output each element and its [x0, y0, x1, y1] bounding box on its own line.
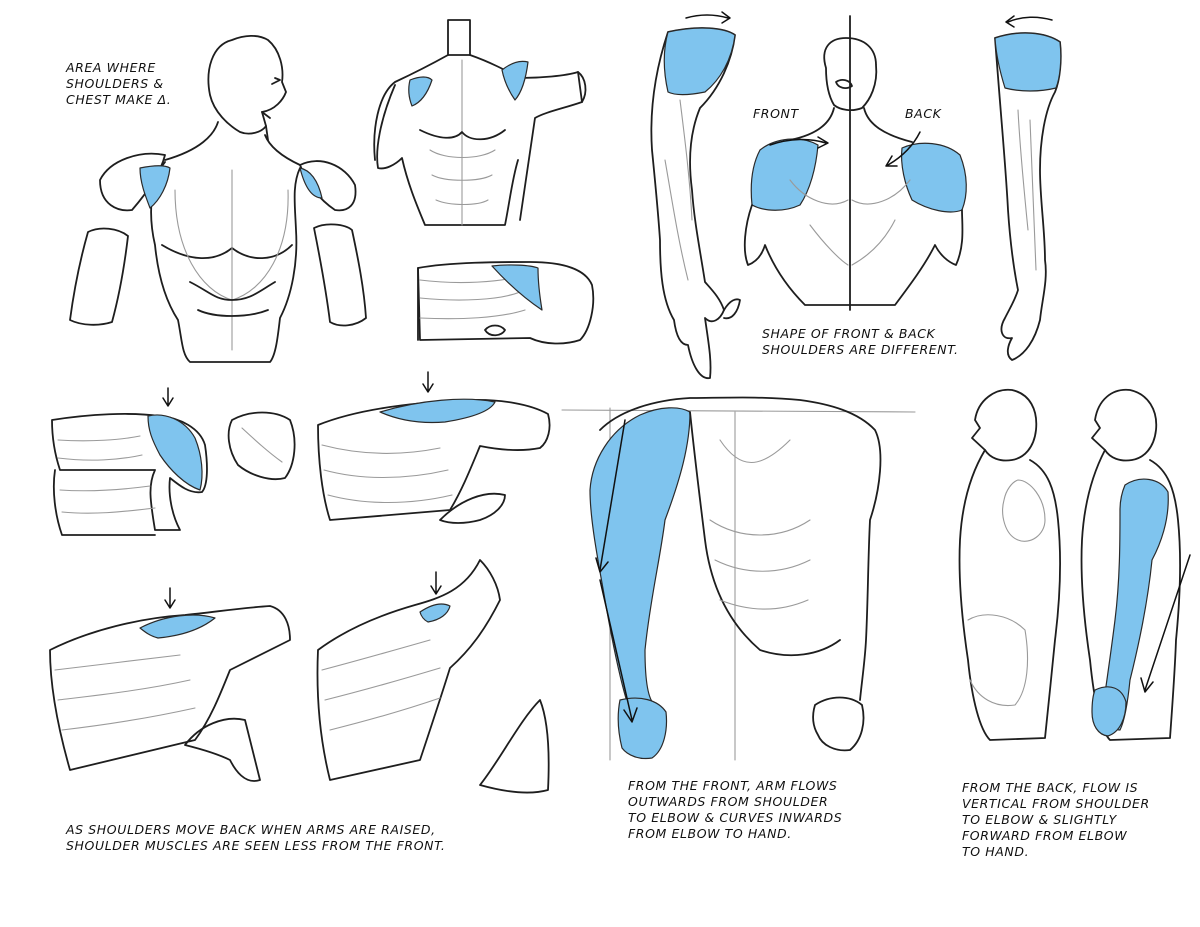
note-line: VERTICAL FROM SHOULDER	[962, 796, 1150, 811]
figure-side-back-flow	[958, 388, 1191, 741]
figure-torso-raised-arm	[373, 19, 587, 226]
note-back-flow: FROM THE BACK, FLOW IS VERTICAL FROM SHO…	[962, 780, 1150, 860]
note-line: AS SHOULDERS MOVE BACK WHEN ARMS ARE RAI…	[66, 822, 436, 837]
note-line: FROM THE FRONT, ARM FLOWS	[628, 778, 838, 793]
note-arms-raised: AS SHOULDERS MOVE BACK WHEN ARMS ARE RAI…	[66, 822, 445, 854]
figure-front-arm-flow	[561, 396, 916, 761]
note-front-flow: FROM THE FRONT, ARM FLOWS OUTWARDS FROM …	[628, 778, 842, 842]
note-line: TO ELBOW & CURVES INWARDS	[628, 810, 843, 825]
figure-torso-detached-arms	[69, 34, 367, 363]
note-line: SHOULDER MUSCLES ARE SEEN LESS FROM THE …	[66, 838, 446, 853]
back-label: BACK	[905, 106, 942, 121]
figure-arm-front-side	[650, 11, 741, 379]
front-label: FRONT	[753, 106, 799, 121]
note-line: FROM ELBOW TO HAND.	[628, 826, 792, 841]
note-line: SHOULDERS &	[66, 76, 164, 91]
note-line: FROM THE BACK, FLOW IS	[962, 780, 1139, 795]
figure-front-back-split	[743, 15, 967, 311]
note-line: OUTWARDS FROM SHOULDER	[628, 794, 829, 809]
note-line: TO HAND.	[962, 844, 1030, 859]
note-line: CHEST MAKE Δ.	[66, 92, 172, 107]
note-line: SHOULDERS ARE DIFFERENT.	[762, 342, 959, 357]
figure-arm-back-side	[994, 15, 1062, 361]
note-line: FORWARD FROM ELBOW	[962, 828, 1128, 843]
figure-shoulder-side	[417, 261, 595, 345]
note-line: TO ELBOW & SLIGHTLY	[962, 812, 1117, 827]
figure-shoulder-closeups	[49, 371, 551, 794]
note-shoulder-chest: AREA WHERE SHOULDERS & CHEST MAKE Δ.	[66, 60, 171, 108]
note-line: AREA WHERE	[66, 60, 156, 75]
note-line: SHAPE OF FRONT & BACK	[762, 326, 936, 341]
note-front-back-shape: SHAPE OF FRONT & BACK SHOULDERS ARE DIFF…	[762, 326, 959, 358]
